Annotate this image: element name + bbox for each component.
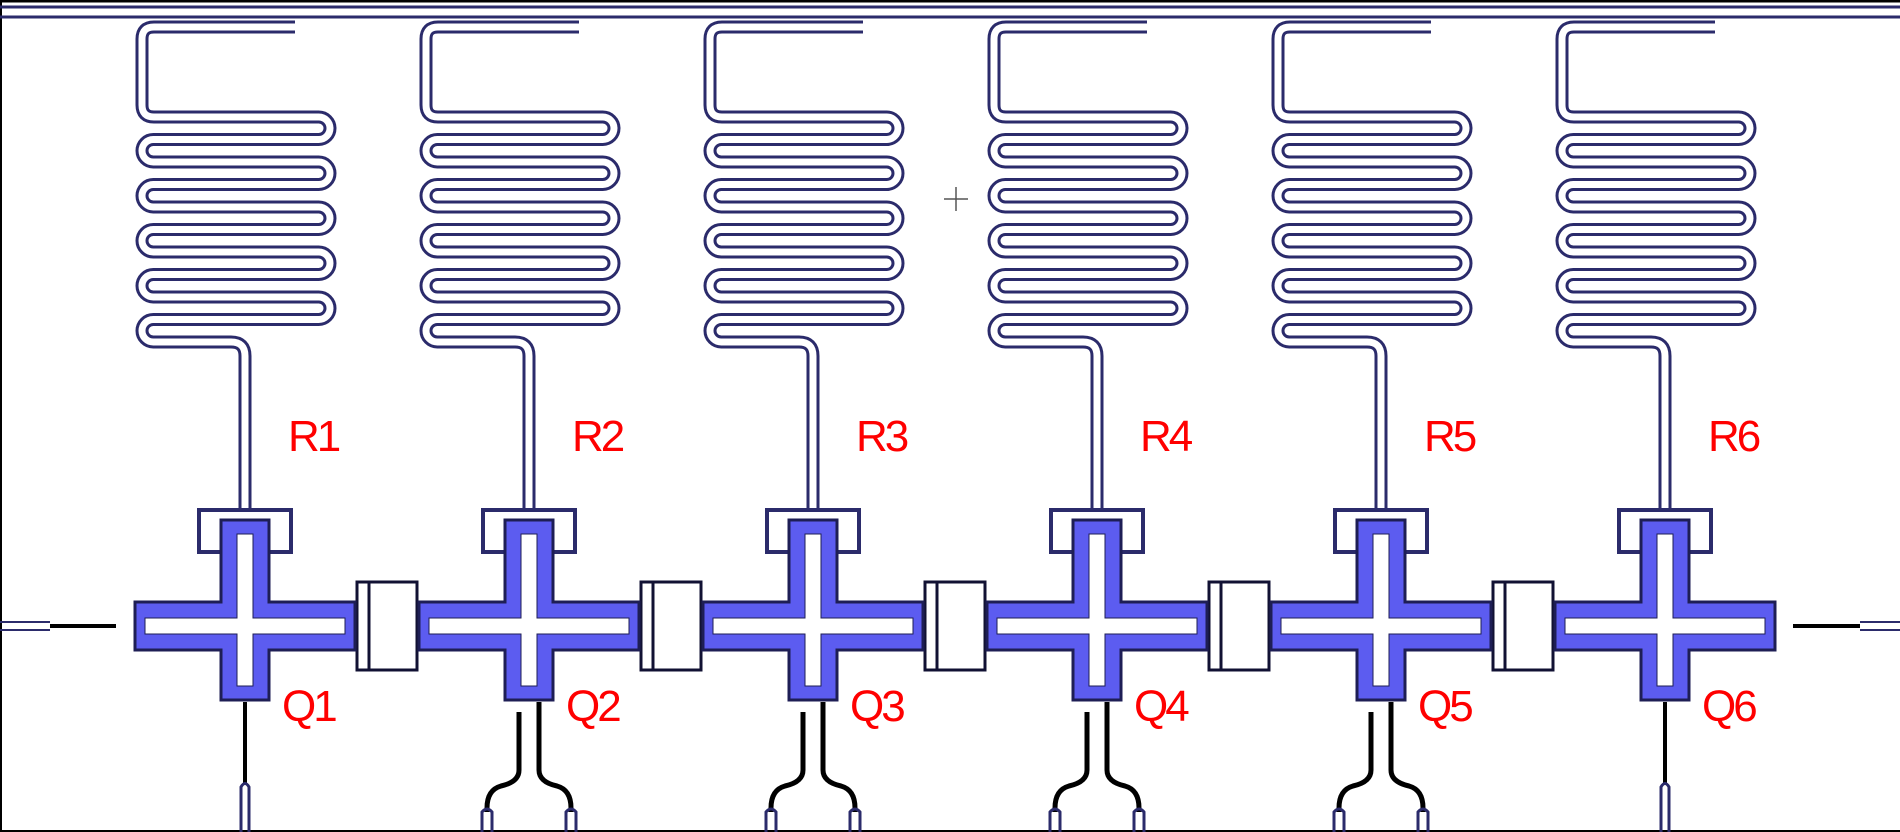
coupler-claw [1219, 580, 1271, 672]
resonator-r3 [703, 20, 905, 510]
qubit-label: Q3 [850, 682, 904, 731]
resonator-label: R5 [1424, 412, 1476, 461]
resonator-label: R6 [1708, 412, 1760, 461]
xmon-island [428, 533, 630, 687]
xmon-island [1564, 533, 1766, 687]
coupler-claw [1503, 580, 1555, 672]
control-lines-q5 [1332, 702, 1430, 832]
qubit-label: Q4 [1134, 682, 1189, 731]
control-lines-q2 [480, 702, 578, 832]
xmon-island [712, 533, 914, 687]
qubit-label: Q5 [1418, 682, 1472, 731]
coupler-claw [935, 580, 987, 672]
resonator-label: R2 [572, 412, 624, 461]
coupler-claw [367, 580, 419, 672]
resonator-r6 [1555, 20, 1757, 510]
control-lines-q6 [1659, 702, 1671, 832]
resonator-r5 [1271, 20, 1473, 510]
coupler-claw [651, 580, 703, 672]
readout-feedline [0, 0, 1900, 19]
qubit-label: Q6 [1702, 682, 1756, 731]
resonator-label: R4 [1140, 412, 1193, 461]
qubit-label: Q2 [566, 682, 620, 731]
xmon-island [144, 533, 346, 687]
control-lines-q1 [239, 702, 251, 832]
resonator-r2 [419, 20, 621, 510]
right-port-line [1793, 621, 1900, 631]
left-port-line [0, 621, 116, 631]
xmon-island [996, 533, 1198, 687]
resonator-label: R3 [856, 412, 908, 461]
control-lines-q3 [764, 702, 862, 832]
xmon-island [1280, 533, 1482, 687]
resonator-label: R1 [288, 412, 340, 461]
resonator-r1 [135, 20, 337, 510]
qubit-label: Q1 [282, 682, 336, 731]
crosshair-cursor [944, 187, 968, 211]
control-lines-q4 [1048, 702, 1146, 832]
resonator-r4 [987, 20, 1189, 510]
